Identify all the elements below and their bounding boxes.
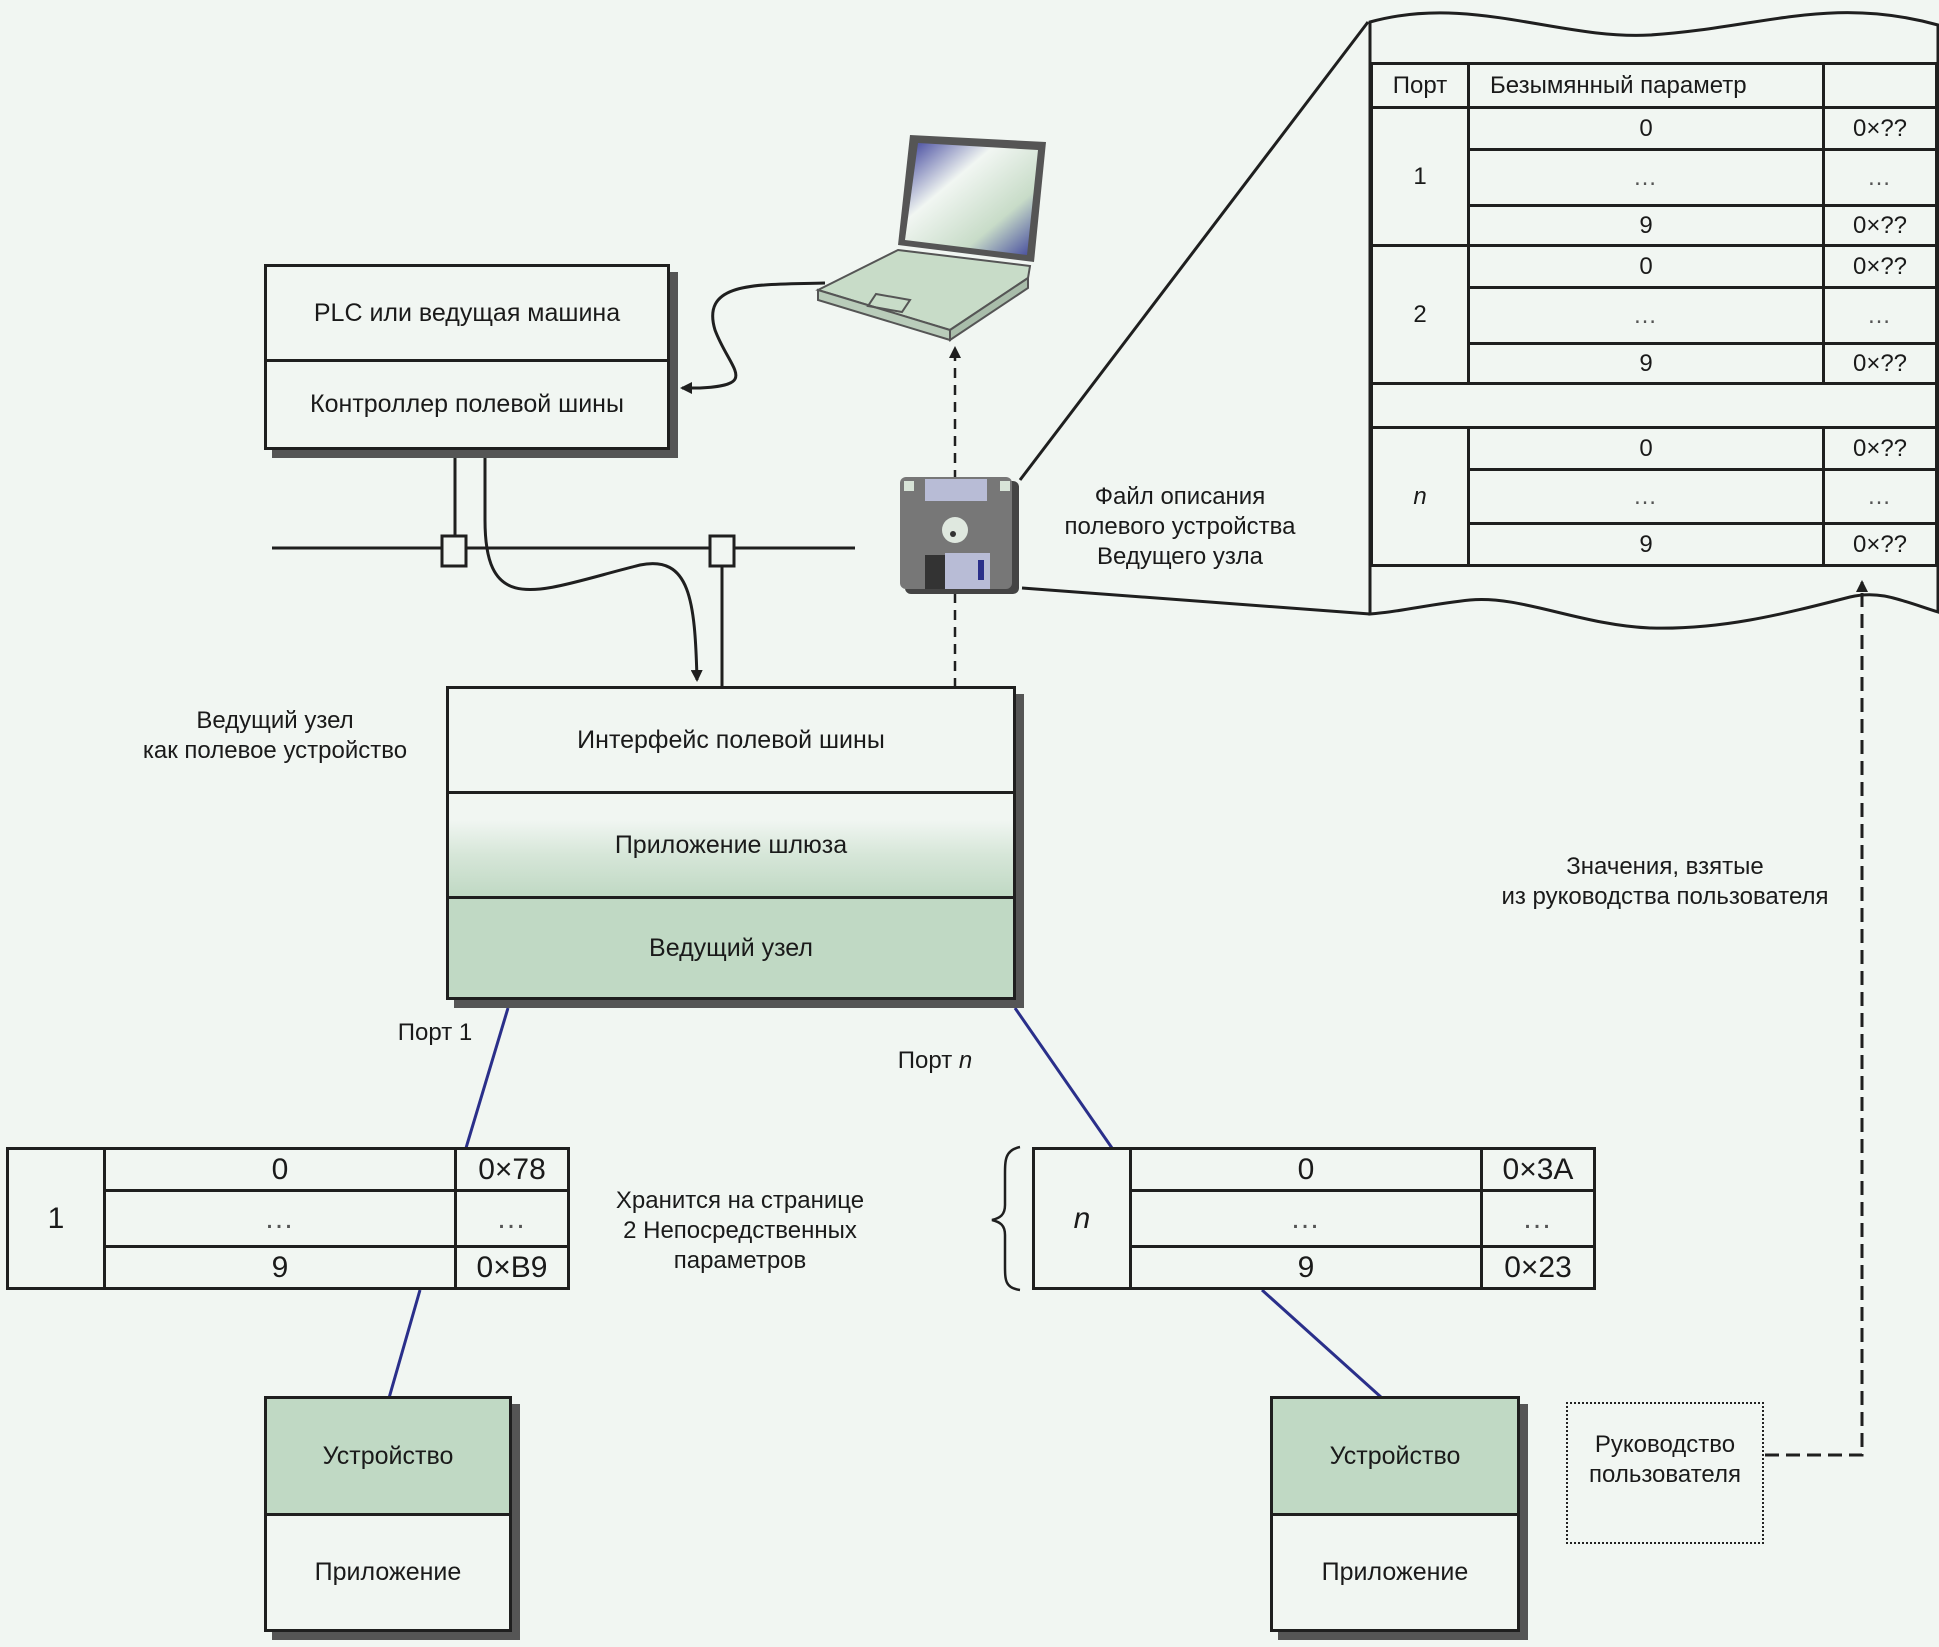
value-cell: 0×??: [1822, 426, 1938, 471]
param-cell: 0: [1467, 106, 1825, 151]
value-cell: 0×B9: [454, 1245, 570, 1290]
user-manual-document: Руководство пользователя: [1566, 1402, 1764, 1544]
param-cell: …: [1467, 148, 1825, 207]
header-value: [1822, 62, 1938, 109]
param-cell: 0: [103, 1147, 457, 1192]
port1-line-upper: [464, 1007, 510, 1149]
value-cell: 0×78: [454, 1147, 570, 1192]
param-cell: 9: [1129, 1245, 1483, 1290]
value-cell: 0×??: [1822, 106, 1938, 151]
value-cell: …: [1822, 468, 1938, 525]
portn-param-table: n 0 0×3A … … 9 0×23: [1032, 1147, 1596, 1290]
portn-line-upper: [1013, 1007, 1114, 1149]
file-description-caption: Файл описания полевого устройства Ведуще…: [1064, 483, 1296, 570]
device-box-1: Устройство Приложение: [264, 1396, 512, 1632]
zoom-line-top: [1018, 21, 1370, 481]
gap-row: [1370, 382, 1938, 429]
port1-label: Порт 1: [397, 1019, 473, 1046]
param-cell: 0: [1467, 244, 1825, 289]
plc-label: PLC или ведущая машина: [313, 298, 621, 327]
curly-brace: [991, 1145, 1021, 1292]
param-cell: …: [1467, 286, 1825, 345]
values-caption: Значения, взятые из руководства пользова…: [1501, 853, 1829, 910]
fieldbus-controller-label: Контроллер полевой шины: [267, 359, 667, 447]
plc-box: PLC или ведущая машина Контроллер полево…: [264, 264, 670, 450]
value-cell: 0×??: [1822, 244, 1938, 289]
value-cell: …: [1822, 148, 1938, 207]
bus-tap-2: [708, 534, 736, 568]
port1-param-table: 1 0 0×78 … … 9 0×B9: [6, 1147, 570, 1290]
plc-to-master-curve: [483, 456, 703, 682]
port-cell: n: [1032, 1147, 1132, 1290]
master-caption: Ведущий узел как полевое устройство: [142, 707, 408, 764]
header-port: Порт: [1370, 62, 1470, 109]
param-cell: 9: [103, 1245, 457, 1290]
application-layer: Приложение: [1273, 1513, 1517, 1629]
value-cell: …: [1480, 1189, 1596, 1248]
laptop-icon: [815, 135, 1046, 342]
laptop-cable: [680, 281, 826, 394]
param-cell: …: [1467, 468, 1825, 525]
portn-line-lower: [1260, 1288, 1384, 1400]
device-layer: Устройство: [267, 1399, 509, 1513]
zoom-line-bottom: [1021, 586, 1371, 616]
value-cell: 0×??: [1822, 204, 1938, 247]
portn-label: Порт n: [880, 1016, 990, 1076]
port1-line-lower: [387, 1289, 422, 1399]
master-node-layer: Ведущий узел: [449, 896, 1013, 997]
value-cell: 0×23: [1480, 1245, 1596, 1290]
port-cell: 1: [6, 1147, 106, 1290]
value-cell: 0×??: [1822, 342, 1938, 385]
port-cell: 1: [1370, 106, 1470, 247]
port-cell: 2: [1370, 244, 1470, 385]
value-cell: 0×3A: [1480, 1147, 1596, 1192]
storage-caption: Хранится на странице 2 Непосредственных …: [615, 1187, 865, 1274]
param-cell: 0: [1467, 426, 1825, 471]
value-cell: …: [454, 1189, 570, 1248]
value-cell: 0×??: [1822, 522, 1938, 567]
value-cell: …: [1822, 286, 1938, 345]
portn-prefix: Порт: [897, 1047, 959, 1074]
device-box-n: Устройство Приложение: [1270, 1396, 1520, 1632]
param-cell: 9: [1467, 204, 1825, 247]
floppy-disk-icon: [900, 477, 1019, 594]
port-cell: n: [1370, 426, 1470, 567]
portn-var: n: [958, 1047, 973, 1074]
param-cell: …: [1129, 1189, 1483, 1248]
header-param: Безымянный параметр: [1467, 62, 1825, 109]
bus-tap-1: [440, 534, 468, 568]
file-parameter-table: Порт Безымянный параметр 1 0 0×?? … … 9 …: [1370, 62, 1938, 567]
param-cell: 0: [1129, 1147, 1483, 1192]
param-cell: …: [103, 1189, 457, 1248]
param-cell: 9: [1467, 342, 1825, 385]
application-layer: Приложение: [267, 1513, 509, 1629]
device-layer: Устройство: [1273, 1399, 1517, 1513]
param-cell: 9: [1467, 522, 1825, 567]
fieldbus-interface-layer: Интерфейс полевой шины: [577, 725, 885, 754]
manual-to-doc-dashed: [1765, 580, 1868, 1457]
gateway-application-layer: Приложение шлюза: [449, 791, 1013, 896]
master-node-box: Интерфейс полевой шины Приложение шлюза …: [446, 686, 1016, 1000]
